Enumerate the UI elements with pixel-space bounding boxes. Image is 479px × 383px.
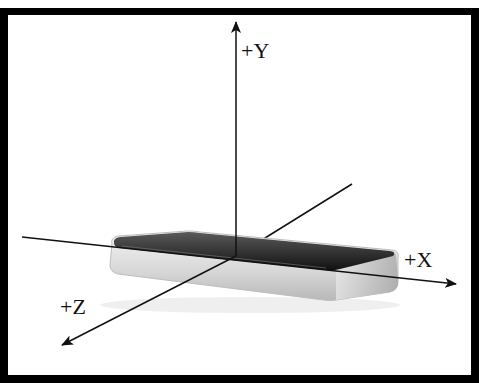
frame [0, 8, 479, 383]
y-axis-label: +Y [241, 40, 269, 62]
canvas [8, 15, 471, 375]
z-axis [62, 256, 236, 345]
reflection [100, 297, 400, 313]
x-axis [22, 237, 456, 284]
x-axis-label: +X [404, 249, 432, 271]
leap-motion-device [110, 231, 398, 301]
z-axis-label: +Z [60, 296, 86, 318]
y-axis [235, 22, 237, 256]
